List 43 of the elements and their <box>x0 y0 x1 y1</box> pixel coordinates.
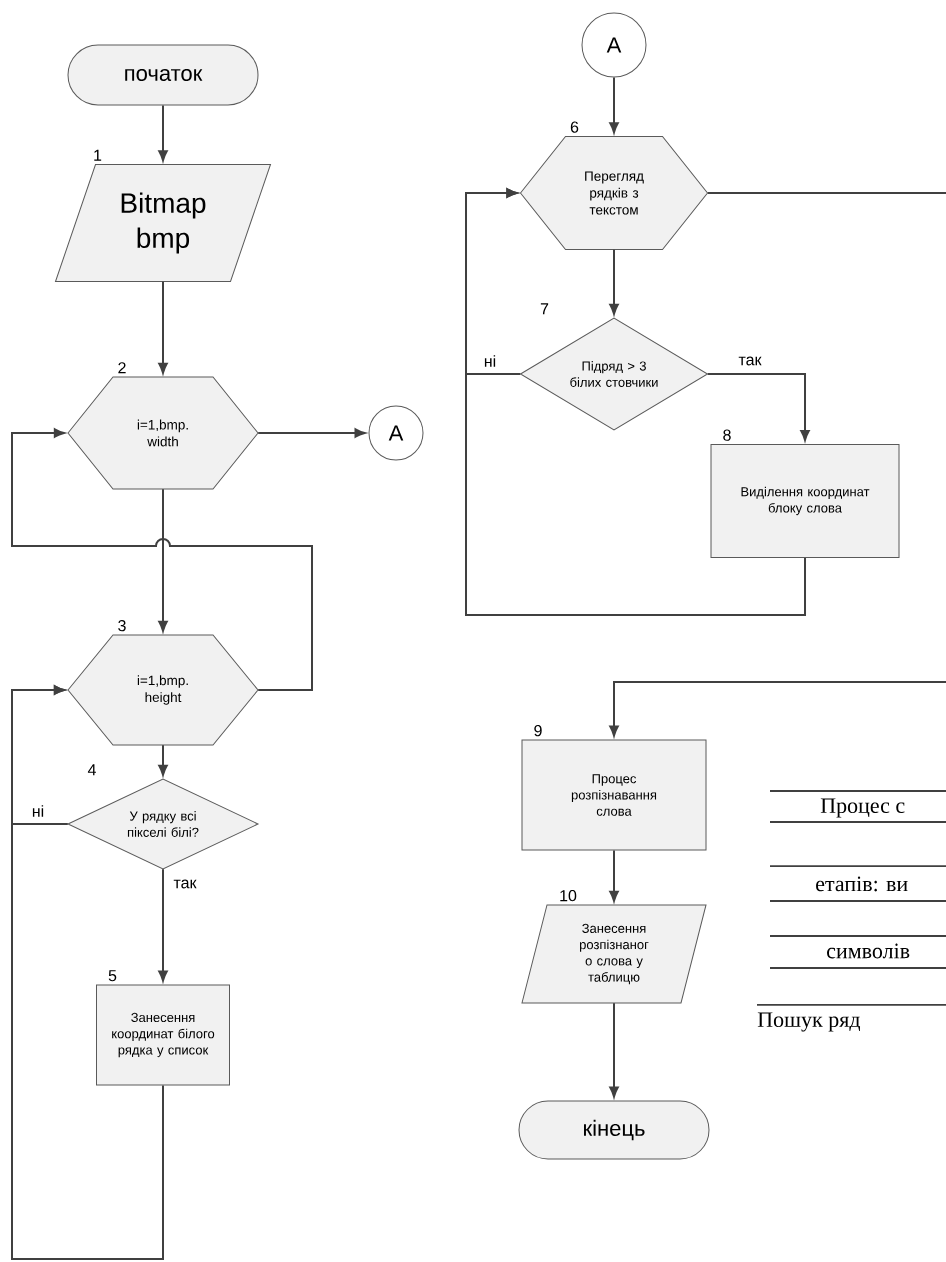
edge-label: ні <box>482 354 498 368</box>
node-label: 3 <box>118 619 126 632</box>
arrow <box>465 188 806 616</box>
arrow <box>158 280 168 374</box>
arrow <box>609 248 619 315</box>
process-box: Виділення координат блоку слова 8 <box>710 427 900 558</box>
node-label: 6 <box>570 121 579 133</box>
terminal-box: початок <box>67 44 259 106</box>
loop-hexagon: i=1,bmp. height 3 <box>67 618 259 746</box>
arrow <box>11 428 313 691</box>
document-text: Пошук ряд <box>757 1012 861 1032</box>
terminal-box: кінець <box>518 1100 710 1160</box>
arrow <box>706 373 810 442</box>
arrow <box>158 868 168 982</box>
edge-label: так <box>737 355 763 367</box>
document-text: етапів: ви <box>816 876 908 892</box>
node-label: 2 <box>118 362 126 374</box>
document-text: символів <box>827 943 910 959</box>
edge-label: так <box>172 878 198 890</box>
loop-hexagon: Перегляд рядків з текстом 6 <box>520 119 708 250</box>
process-box: Процес розпізнавання слова 9 <box>521 723 707 851</box>
input-output-box: Занесення розпізнаног о слова у таблицю 10 <box>521 888 707 1004</box>
node-label: 8 <box>723 429 731 441</box>
arrow <box>158 488 168 632</box>
arrow <box>609 1002 619 1098</box>
arrow <box>257 428 366 438</box>
node-label: 7 <box>540 303 549 315</box>
process-box: Занесення координат білого рядка у список 5 <box>96 968 230 1086</box>
arrow <box>609 76 619 134</box>
arrow <box>158 104 168 162</box>
node-label: 4 <box>87 764 96 776</box>
node-label: 1 <box>94 149 102 161</box>
input-output-box: Bitmap bmp 1 <box>55 148 271 282</box>
arrow <box>158 744 168 776</box>
arrow <box>11 685 164 1260</box>
document-text: Процес с <box>820 798 905 818</box>
node-label: 10 <box>560 889 577 902</box>
node-label: 5 <box>108 970 117 982</box>
arrow <box>609 681 946 737</box>
loop-hexagon: i=1,bmp. width 2 <box>67 360 259 490</box>
edge-label: ні <box>30 804 46 818</box>
arrow <box>609 849 619 902</box>
node-label: 9 <box>534 724 542 737</box>
